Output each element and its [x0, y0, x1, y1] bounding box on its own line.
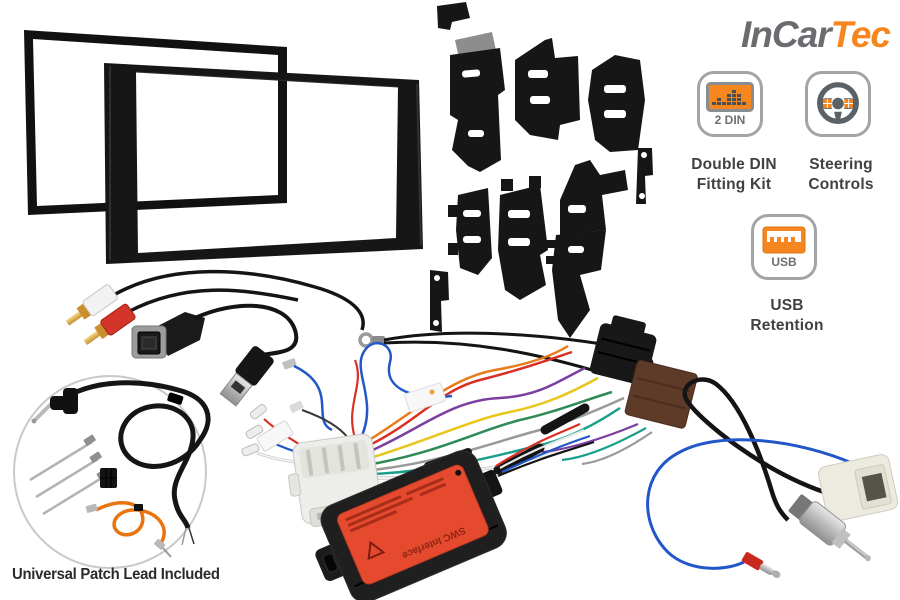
usb-icon: USB	[751, 214, 817, 280]
double-din-icon: 2 DIN	[697, 71, 763, 137]
patch-lead-circle	[13, 375, 211, 569]
wire-label-tag	[404, 382, 447, 413]
patch-lead-caption: Universal Patch Lead Included	[12, 566, 220, 583]
looped-cable	[75, 380, 211, 529]
logo-text-incar: InCar	[741, 14, 832, 55]
din-aerial-plug	[788, 494, 871, 562]
rca-plug-white	[65, 284, 118, 326]
usb-plug	[219, 346, 274, 407]
usb-retention-socket	[131, 303, 299, 407]
steering-wheel-icon	[805, 71, 871, 137]
brand-logo: InCarTec	[741, 14, 891, 56]
logo-text-tec: Tec	[830, 14, 891, 55]
rca-leads	[65, 269, 365, 345]
feature-label-double-din: Double DIN Fitting Kit	[691, 156, 777, 194]
patch-pins	[29, 434, 109, 516]
module-warning-label	[337, 464, 489, 585]
usb-badge: USB	[771, 255, 797, 269]
feature-label-steering: Steering Controls	[808, 156, 874, 194]
rca-plug-red	[83, 303, 136, 345]
usb-port-icon	[762, 226, 806, 254]
double-din-cage-frames	[24, 30, 423, 264]
micro-connector	[100, 468, 117, 488]
wire-label-tag	[256, 420, 294, 452]
vehicle-aerial-connector	[817, 454, 899, 522]
swc-interface-module: SWC Interface	[315, 422, 595, 600]
din-display-icon	[706, 82, 754, 112]
crimp-terminal	[741, 552, 781, 578]
feature-label-usb: USB Retention	[750, 297, 824, 335]
iso-connector-brown	[624, 359, 698, 429]
din-badge: 2 DIN	[714, 113, 746, 127]
jack-plug-35mm	[31, 388, 78, 424]
antenna-adapters	[646, 377, 899, 578]
metal-brackets	[430, 2, 653, 338]
